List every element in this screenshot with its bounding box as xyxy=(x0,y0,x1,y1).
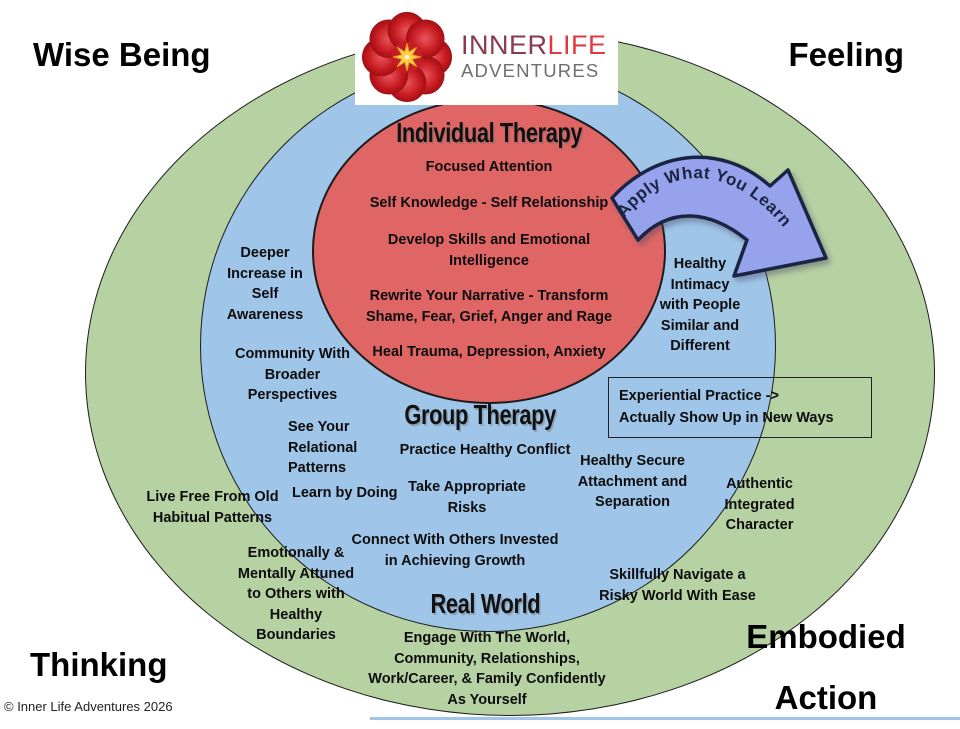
item-heal-trauma: Heal Trauma, Depression, Anxiety xyxy=(372,344,606,360)
item-secure-attachment: Healthy Secure Attachment and Separation xyxy=(577,453,688,511)
logo-inner-text: INNER xyxy=(461,30,548,61)
experiential-practice-box: Experiential Practice -> Actually Show U… xyxy=(608,377,872,438)
label-feeling: Feeling xyxy=(788,36,904,73)
item-see-patterns: See Your Relational Patterns xyxy=(288,419,358,477)
group-therapy-title: Group Therapy xyxy=(404,399,556,430)
innerlife-logo: INNERLIFE ADVENTURES xyxy=(355,8,618,105)
individual-therapy-title: Individual Therapy xyxy=(396,117,582,148)
individual-therapy-circle: Individual Therapy Focused Attention Sel… xyxy=(312,98,666,404)
label-embodied-action: Embodied Action xyxy=(746,618,906,717)
item-take-risks: Take Appropriate Risks xyxy=(408,479,526,516)
item-live-free: Live Free From Old Habitual Patterns xyxy=(146,489,279,526)
item-self-knowledge: Self Knowledge - Self Relationship xyxy=(369,195,609,211)
item-skillfully-navigate: Skillfully Navigate a Risky World With E… xyxy=(599,567,756,604)
flower-icon xyxy=(361,11,453,102)
logo-adventures-text: ADVENTURES xyxy=(461,59,600,81)
logo-wordmark: INNERLIFE ADVENTURES xyxy=(461,32,607,80)
item-authentic-character: Authentic Integrated Character xyxy=(724,476,795,534)
apply-arrow: Apply What You Learn xyxy=(610,155,828,278)
logo-life-text: LIFE xyxy=(547,30,607,61)
real-world-title: Real World xyxy=(430,588,540,619)
item-practice-conflict: Practice Healthy Conflict xyxy=(399,442,571,458)
item-healthy-intimacy: Healthy Intimacy with People Similar and… xyxy=(659,256,741,355)
label-wise-being: Wise Being xyxy=(33,36,211,73)
item-deeper-awareness: Deeper Increase in Self Awareness xyxy=(226,245,304,323)
item-connect-others: Connect With Others Invested in Achievin… xyxy=(351,532,559,569)
apply-arrow-shape xyxy=(610,155,828,278)
label-thinking: Thinking xyxy=(30,646,168,683)
item-emotionally-attuned: Emotionally & Mentally Attuned to Others… xyxy=(237,545,355,644)
bottom-edge-strip xyxy=(370,717,960,720)
item-engage-world: Engage With The World, Community, Relati… xyxy=(368,630,606,708)
item-develop-skills: Develop Skills and Emotional Intelligenc… xyxy=(387,232,591,269)
copyright-text: © Inner Life Adventures 2026 xyxy=(4,699,173,714)
item-learn-by-doing: Learn by Doing xyxy=(292,485,398,501)
item-community-perspectives: Community With Broader Perspectives xyxy=(234,346,351,404)
item-rewrite-narrative: Rewrite Your Narrative - Transform Shame… xyxy=(365,288,613,325)
item-focused-attention: Focused Attention xyxy=(425,159,553,175)
